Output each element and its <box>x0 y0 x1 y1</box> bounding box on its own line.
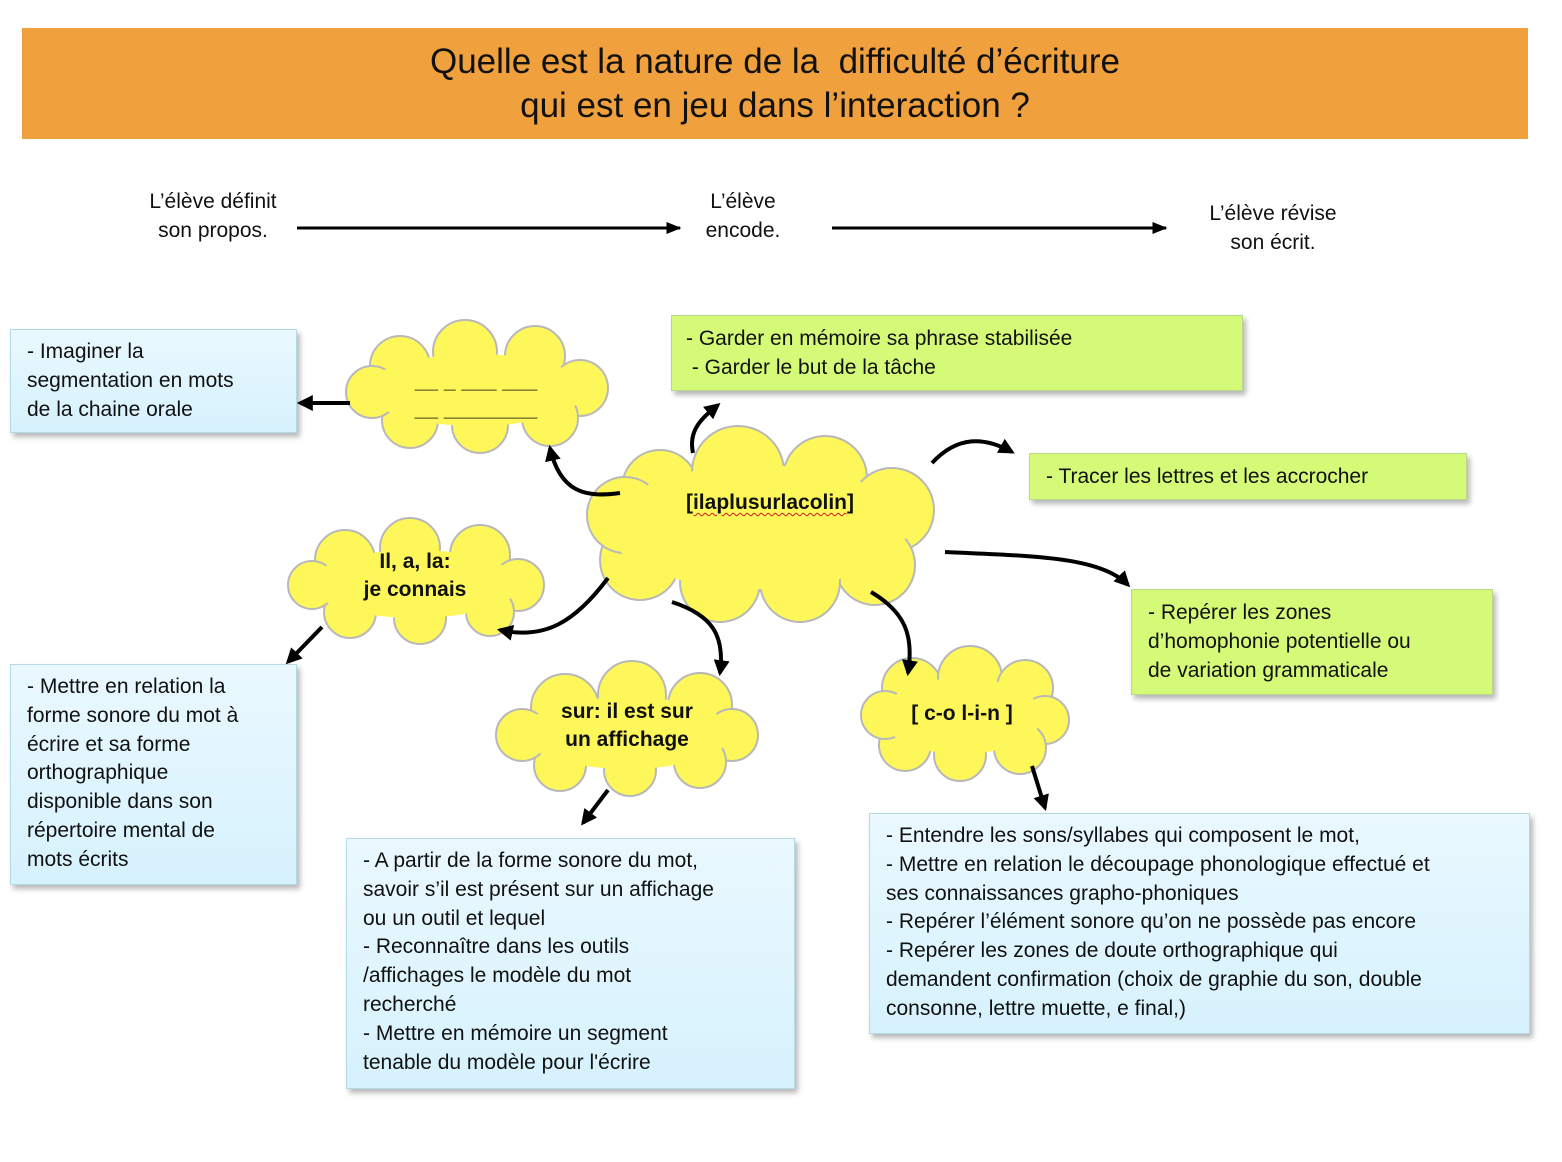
step-encode-line-2: encode. <box>705 219 781 242</box>
cloud-display-label: sur: il est sur un affichage <box>527 698 727 754</box>
cloud-segmentation-label: __ _ ___ ___ __ ________ <box>376 368 576 424</box>
sounds-line-2: - Mettre en relation le découpage phonol… <box>886 852 1430 876</box>
segmentation-line-1: - Imaginer la <box>27 340 144 363</box>
step-define: L’élève définit son propos. <box>118 187 308 245</box>
box-relation: - Mettre en relation la forme sonore du … <box>10 664 297 885</box>
cloud-display <box>495 660 759 797</box>
memory-line-2: - Garder le but de la tâche <box>686 355 936 379</box>
segmentation-line-3: de la chaine orale <box>27 397 193 421</box>
sounds-line-4: - Repérer l’élément sonore qu’on ne poss… <box>886 910 1416 934</box>
trace-line-1: - Tracer les lettres et les accrocher <box>1046 465 1369 488</box>
display-box-line-2: savoir s’il est présent sur un affichage <box>363 877 714 901</box>
known-line-1: Il, a, la: <box>379 550 451 573</box>
step-define-line-1: L’élève définit <box>149 190 277 213</box>
memory-line-1: - Garder en mémoire sa phrase stabilisée <box>686 327 1073 350</box>
title-banner: Quelle est la nature de la difficulté d’… <box>22 28 1528 139</box>
arrow-center-to-trace <box>930 438 1015 465</box>
cloud-known <box>287 517 545 645</box>
step-encode-line-1: L’élève <box>710 190 776 213</box>
display-box-line-3: ou un outil et lequel <box>363 906 546 930</box>
cloud-center <box>586 425 935 623</box>
arrow-center-to-display-cloud <box>671 600 730 677</box>
display-box-line-4: - Reconnaître dans les outils <box>363 935 630 959</box>
known-line-2: je connais <box>363 578 467 601</box>
arrow-center-to-known-cloud <box>496 576 610 641</box>
arrow-center-to-phonemes-cloud <box>869 590 918 677</box>
homophony-line-3: de variation grammaticale <box>1148 658 1389 682</box>
cloud-phonemes-label: [ c-o l-i-n ] <box>882 700 1042 728</box>
step-encode: L’élève encode. <box>683 187 803 245</box>
cloud-known-label: Il, a, la: je connais <box>325 548 505 604</box>
sounds-line-5: - Repérer les zones de doute orthographi… <box>886 939 1338 963</box>
display-box-line-5: /affichages le modèle du mot <box>363 964 632 988</box>
step-revise: L’élève révise son écrit. <box>1183 199 1363 257</box>
box-sounds: - Entendre les sons/syllabes qui compose… <box>869 813 1530 1034</box>
sounds-line-1: - Entendre les sons/syllabes qui compose… <box>886 824 1360 847</box>
display-box-line-1: - A partir de la forme sonore du mot, <box>363 849 698 872</box>
display-box-line-6: recherché <box>363 992 457 1016</box>
segmentation-blanks-line-1: __ _ ___ ___ <box>414 370 538 393</box>
display-line-2: un affichage <box>565 728 689 751</box>
arrow-phonemes-cloud-to-box <box>1030 765 1049 812</box>
sounds-line-3: ses connaissances grapho-phoniques <box>886 881 1239 905</box>
relation-line-7: mots écrits <box>27 847 129 871</box>
box-memory: - Garder en mémoire sa phrase stabilisée… <box>671 315 1243 391</box>
box-segmentation: - Imaginer la segmentation en mots de la… <box>10 329 297 433</box>
step-define-line-2: son propos. <box>158 219 268 242</box>
sounds-line-7: consonne, lettre muette, e final,) <box>886 996 1186 1020</box>
phonemes-text: [ c-o l-i-n ] <box>911 702 1013 725</box>
homophony-line-2: d’homophonie potentielle ou <box>1148 629 1411 653</box>
segmentation-line-2: segmentation en mots <box>27 368 234 392</box>
display-line-1: sur: il est sur <box>561 700 693 723</box>
title-line-1: Quelle est la nature de la difficulté d’… <box>429 41 1121 81</box>
display-box-line-8: tenable du modèle pour l'écrire <box>363 1050 651 1074</box>
arrow-center-to-homophony <box>944 550 1131 588</box>
title-line-2: qui est en jeu dans l’interaction ? <box>520 85 1030 125</box>
cloud-phonemes <box>860 645 1070 782</box>
cloud-center-label: [ilaplusurlacolin] <box>660 489 880 517</box>
center-transcription: [ilaplusurlacolin] <box>685 491 855 514</box>
segmentation-blanks-line-2: __ ________ <box>414 398 538 421</box>
cloud-segmentation <box>345 319 609 454</box>
arrow-center-to-segmentation-cloud <box>545 444 621 497</box>
box-display: - A partir de la forme sonore du mot, sa… <box>346 838 795 1089</box>
relation-line-2: forme sonore du mot à <box>27 703 239 727</box>
relation-line-4: orthographique <box>27 761 169 785</box>
relation-line-3: écrire et sa forme <box>27 732 191 756</box>
homophony-line-1: - Repérer les zones <box>1148 601 1332 624</box>
relation-line-6: répertoire mental de <box>27 818 215 842</box>
step-revise-line-2: son écrit. <box>1230 231 1316 254</box>
relation-line-1: - Mettre en relation la <box>27 675 226 698</box>
arrow-known-cloud-to-relation <box>285 625 324 665</box>
arrow-display-cloud-to-box <box>581 788 610 826</box>
sounds-line-6: demandent confirmation (choix de graphie… <box>886 967 1422 991</box>
box-trace: - Tracer les lettres et les accrocher <box>1029 453 1467 500</box>
relation-line-5: disponible dans son <box>27 790 213 814</box>
arrow-center-to-memory <box>689 402 721 454</box>
box-homophony: - Repérer les zones d’homophonie potenti… <box>1131 589 1493 695</box>
display-box-line-7: - Mettre en mémoire un segment <box>363 1021 668 1045</box>
step-revise-line-1: L’élève révise <box>1209 202 1337 225</box>
